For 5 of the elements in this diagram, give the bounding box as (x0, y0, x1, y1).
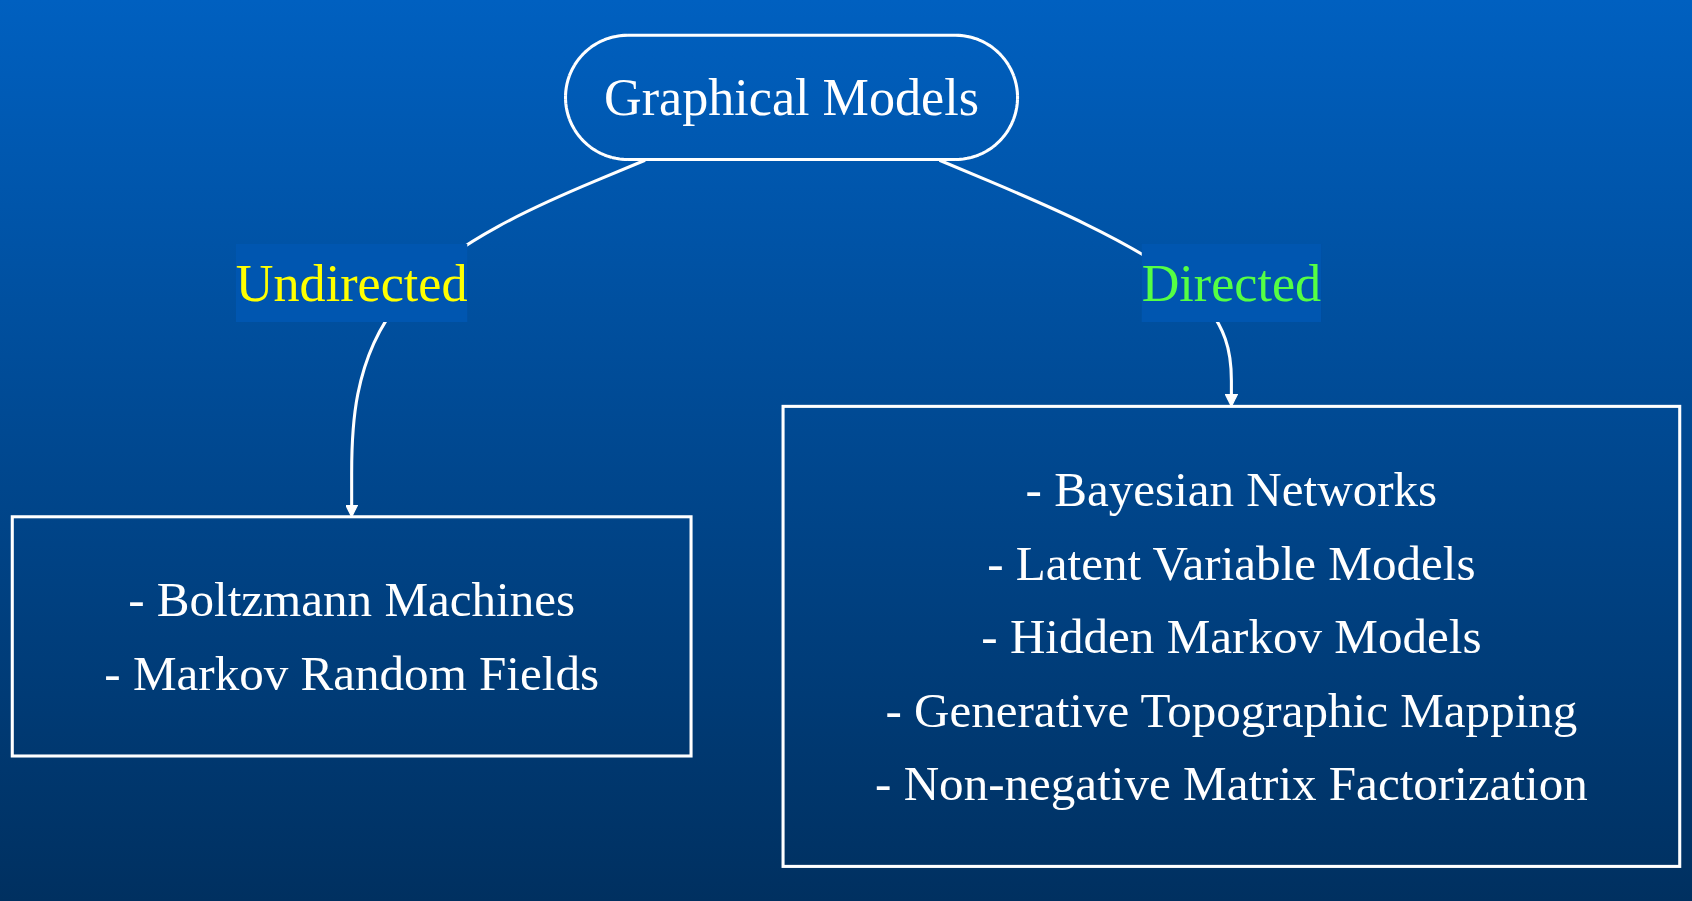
node-text: Graphical Models (604, 68, 980, 126)
edge-label: Undirected (235, 254, 468, 311)
node-box: - Bayesian Networks - Latent Variable Models - Hidden Markov Models - Generative Topographic Mapping - Non-negative Matrix Factorization (781, 404, 1682, 868)
edge-label: Directed (1141, 254, 1322, 311)
node-box: - Boltzmann Machines - Markov Random Fields (10, 514, 693, 758)
